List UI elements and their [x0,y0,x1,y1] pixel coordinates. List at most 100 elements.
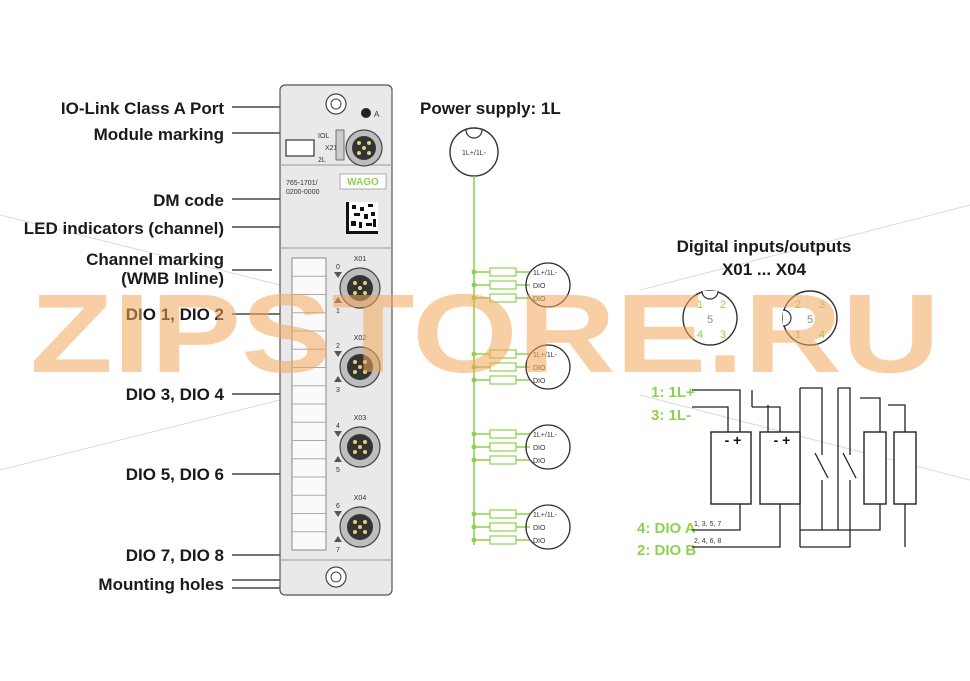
terminal-label: 1L+/1L- [533,270,558,277]
pin-left-4: 4 [697,329,703,341]
port-class-a: A [374,110,380,119]
led-indicator [334,272,342,278]
label-dio-a: 4: DIO A [637,520,696,537]
pin-right-1: 1 [795,329,801,341]
dio-panel-subtitle: X01 ... X04 [722,260,807,279]
sensor-1 [710,431,752,505]
dio-connector-circle [525,262,571,308]
channel-marking-cells [292,275,326,533]
led-indicator [334,456,342,462]
pin-left-1: 1 [697,299,703,311]
terminal-block [489,267,517,277]
sensor-1-polarity: - + [725,432,742,448]
port-x01: X01 0 1 [334,256,381,315]
pin-right-3: 3 [819,299,825,311]
led-indicator [334,431,342,437]
terminal-block [489,349,517,359]
label-1l-minus: 3: 1L- [651,407,691,424]
led-top-label: 4 [336,423,340,430]
terminal-label: DIO [533,538,546,545]
pin-right-4: 4 [819,329,825,341]
terminal-label: DIO [533,458,546,465]
terminal-block [489,280,517,290]
dio-panel: Digital inputs/outputs X01 ... X04 1 2 5… [637,237,917,559]
led-bottom-label: 5 [336,467,340,474]
terminal-label: 1L+/1L- [533,432,558,439]
watermark-lines [0,204,970,481]
label-dio34: DIO 3, DIO 4 [126,385,225,404]
label-dio-b: 2: DIO B [637,542,696,559]
label-channel-marking-wmb: (WMB Inline) [121,269,224,288]
terminal-block [489,375,517,385]
label-channel-marking: Channel marking [86,250,224,269]
dio-connector-circle [525,424,571,470]
watermark-text: ZIPSTORE.RU [30,271,940,396]
led-bottom-label: 7 [336,547,340,554]
part-number-2: 0200-0000 [286,189,320,196]
port-name: X03 [354,415,367,422]
pin-left-5: 5 [707,314,713,326]
pin-left-2: 2 [720,299,726,311]
power-supply-section: Power supply: 1L 1L+/1L- 1L+/1L- DIO DIO 1L… [420,99,571,550]
pin-right-5: 5 [807,314,813,326]
terminal-block [489,442,517,452]
pinout-socket-left: 1 2 5 4 3 [682,290,738,346]
led-bottom-label: 3 [336,387,340,394]
left-labels: IO-Link Class A Port Module marking DM c… [24,99,225,594]
io-module: A IOL X21 2L WAGO 765-1701/ 0200-0000 [279,84,393,596]
led-top-label: 6 [336,503,340,510]
2l-text: 2L [318,157,326,164]
wago-logo [339,173,387,190]
terminal-block [489,522,517,532]
terminal-block [489,293,517,303]
terminal-label: DIO [533,365,546,372]
label-mounting-holes: Mounting holes [98,575,224,594]
terminal-block [489,509,517,519]
terminal-label: DIO [533,378,546,385]
port-x02: X02 2 3 [334,335,381,394]
load-2 [893,431,917,505]
terminal-block [489,455,517,465]
terminal-label: 1L+/1L- [533,512,558,519]
sensor-2 [759,431,801,505]
power-supply-title: Power supply: 1L [420,99,561,118]
load-1 [863,431,887,505]
label-1l-plus: 1: 1L+ [651,384,695,401]
led-indicator [334,351,342,357]
iol-text: IOL [318,133,329,140]
pin-right-2: 2 [795,299,801,311]
label-iolink-port: IO-Link Class A Port [61,99,224,118]
mounting-hole-bottom [325,566,347,588]
port-name: X01 [354,256,367,263]
sensor-2-polarity: - + [774,432,791,448]
dio-a-channels: 1, 3, 5, 7 [694,521,721,528]
terminal-block [489,535,517,545]
led-bottom-label: 1 [336,308,340,315]
dio-connector-circle [525,344,571,390]
dm-code [346,202,378,234]
dio-connector-circle [525,504,571,550]
port-x03: X03 4 5 [334,415,381,474]
label-module-marking: Module marking [94,125,224,144]
module-marking-label [285,139,315,157]
led-indicator [334,297,342,303]
pinout-plug-right: 2 3 5 1 4 [782,290,838,346]
part-number-1: 765-1701/ [286,180,318,187]
led-indicator [334,536,342,542]
label-dm-code: DM code [153,191,224,210]
x21-text: X21 [325,145,338,152]
label-led-indicators: LED indicators (channel) [24,219,224,238]
led-indicator [334,376,342,382]
terminal-block [489,362,517,372]
port-name: X02 [354,335,367,342]
power-connector-label: 1L+/1L- [462,150,487,157]
terminal-label: DIO [533,445,546,452]
led-top-label: 2 [336,343,340,350]
wiring-schematic [692,387,906,548]
label-dio56: DIO 5, DIO 6 [126,465,224,484]
port-name: X04 [354,495,367,502]
led-top-label: 0 [336,264,340,271]
